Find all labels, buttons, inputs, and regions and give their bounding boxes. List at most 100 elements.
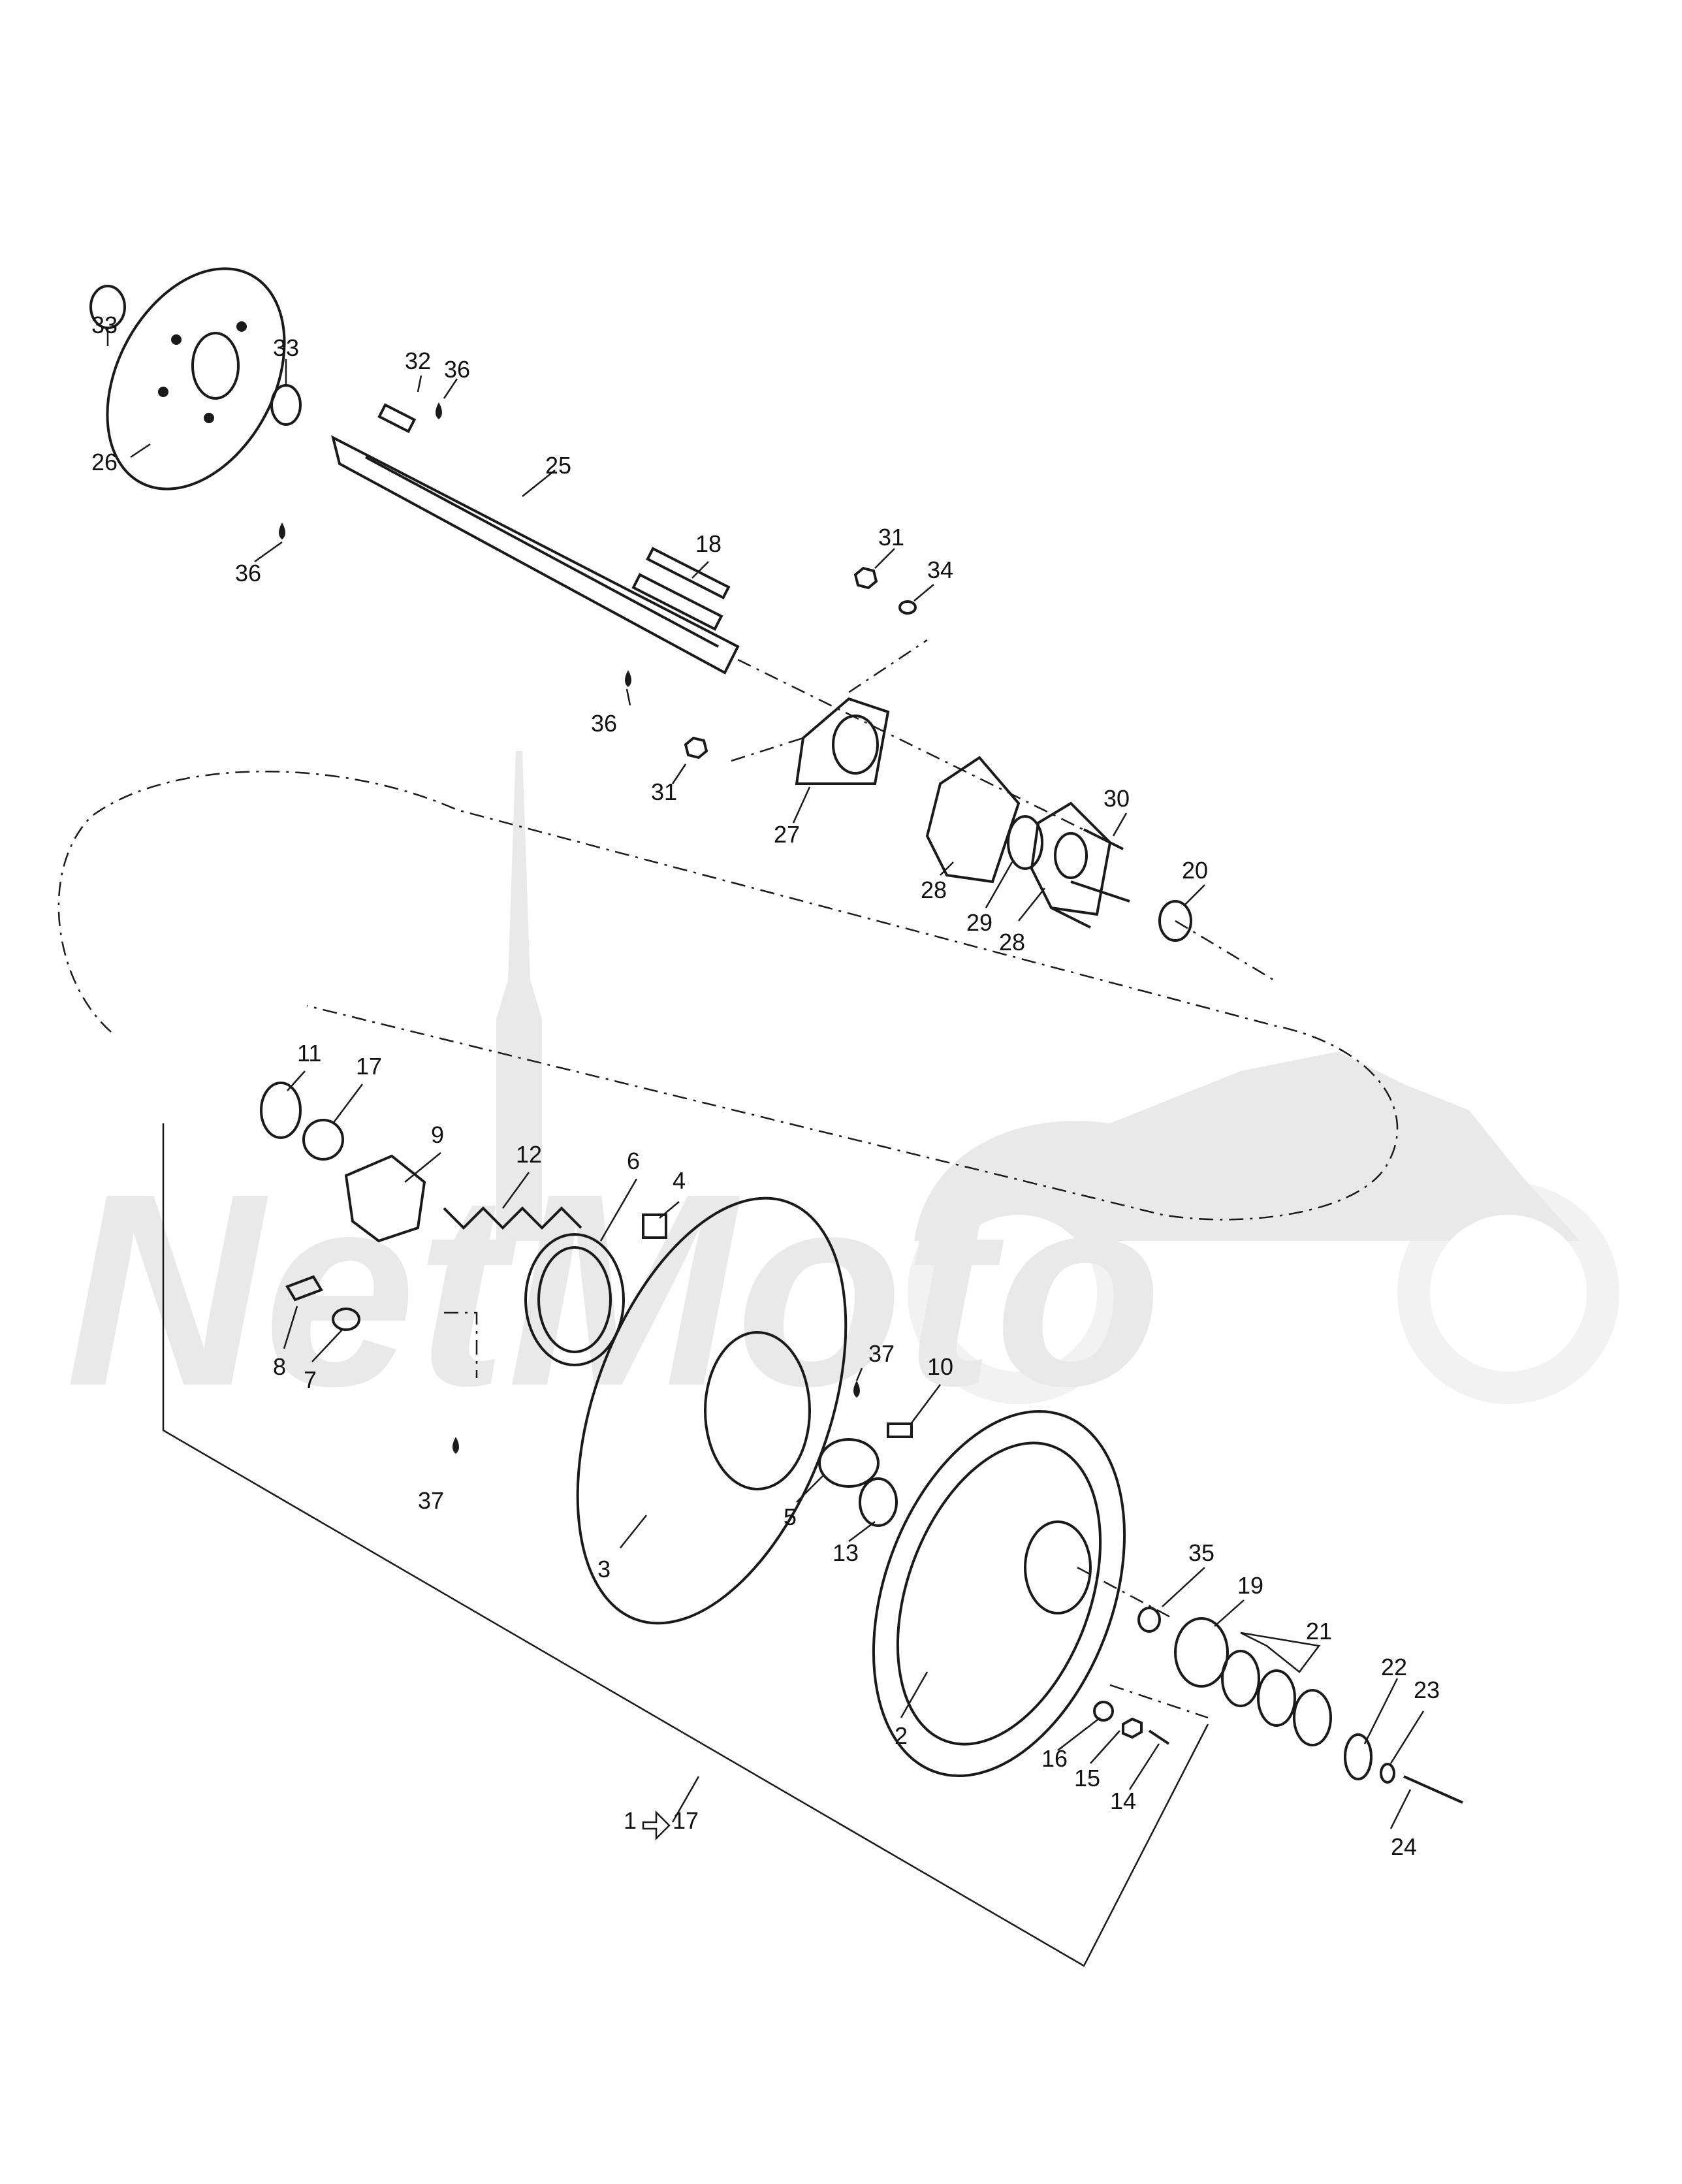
sleeve-6-inner — [537, 1246, 612, 1353]
label-7: 7 — [304, 1366, 317, 1393]
label-11: 11 — [297, 1040, 321, 1067]
bearing-plate-27-hole — [832, 715, 879, 775]
label-1-range-end: 17 — [673, 1807, 699, 1834]
sliding-half-3-hub — [704, 1331, 811, 1490]
label-23: 23 — [1414, 1677, 1440, 1703]
label-32: 32 — [405, 347, 431, 374]
screw-14 — [1148, 1729, 1170, 1745]
label-9: 9 — [431, 1121, 444, 1148]
assembly-line-nut-31 — [731, 737, 804, 762]
label-1: 1 — [624, 1807, 637, 1834]
label-3: 3 — [597, 1556, 611, 1582]
o-ring-33-right — [270, 384, 302, 426]
driven-shaft — [330, 435, 740, 675]
nut-31-bottom — [684, 736, 708, 760]
label-12: 12 — [516, 1141, 542, 1168]
bearing-plate-27 — [795, 697, 890, 785]
label-33-right: 33 — [273, 334, 299, 361]
drive-belt — [57, 770, 1399, 1221]
assembly-line-washer-35 — [1077, 1566, 1176, 1621]
lube-drop-36-b — [436, 402, 442, 419]
shim-21-a — [1221, 1650, 1260, 1707]
lube-drop-36-c — [625, 670, 631, 687]
label-2: 2 — [895, 1722, 908, 1749]
nut-31-top — [853, 566, 878, 590]
label-14: 14 — [1110, 1788, 1136, 1814]
label-24: 24 — [1391, 1833, 1417, 1860]
label-8: 8 — [273, 1353, 286, 1380]
bolt-24 — [1403, 1775, 1463, 1804]
label-26: 26 — [91, 449, 118, 475]
label-37-b: 37 — [418, 1487, 444, 1514]
bearing-29 — [1007, 815, 1043, 870]
assembly-line-shaft — [737, 658, 1124, 850]
assembly-line-bushing — [1175, 920, 1274, 981]
label-6: 6 — [627, 1148, 640, 1174]
washer-34 — [898, 600, 917, 615]
retaining-ring-11 — [260, 1082, 302, 1139]
lube-drop-37-b — [452, 1437, 459, 1454]
key-10 — [887, 1422, 913, 1438]
label-31-bottom: 31 — [651, 779, 677, 805]
assembly-line-washer-34 — [848, 639, 928, 694]
range-arrow-icon — [642, 1810, 671, 1841]
brake-disc — [106, 267, 286, 490]
spacer-19 — [1174, 1617, 1229, 1688]
label-19: 19 — [1237, 1572, 1263, 1599]
label-33-left: 33 — [91, 312, 118, 338]
washer-13 — [859, 1477, 898, 1527]
washer-23 — [1380, 1763, 1395, 1784]
label-28-a: 28 — [921, 876, 947, 903]
label-20: 20 — [1182, 857, 1208, 884]
label-37-a: 37 — [868, 1340, 895, 1367]
label-21: 21 — [1306, 1618, 1332, 1645]
bushing-20 — [1158, 900, 1192, 942]
watermark-text: NetMoto — [65, 1137, 1162, 1443]
label-5: 5 — [784, 1503, 797, 1530]
lube-drop-36-a — [279, 522, 285, 539]
label-15: 15 — [1074, 1765, 1100, 1791]
label-4: 4 — [673, 1167, 686, 1194]
key-18 — [646, 547, 731, 600]
washer-22 — [1344, 1733, 1373, 1780]
label-28-b: 28 — [999, 929, 1025, 956]
bolt-30-b — [1070, 880, 1130, 903]
label-29: 29 — [966, 909, 992, 936]
label-27: 27 — [774, 821, 800, 848]
label-25: 25 — [545, 452, 571, 479]
sleeve-6 — [524, 1233, 625, 1366]
bolt-30-c — [1051, 907, 1091, 929]
watermark-motorcycle — [914, 1052, 1580, 1241]
label-35: 35 — [1188, 1539, 1214, 1566]
nut-15 — [1122, 1717, 1143, 1739]
label-17: 17 — [356, 1053, 382, 1080]
lube-drop-37-a — [853, 1381, 860, 1398]
label-10: 10 — [927, 1353, 953, 1380]
flange-28-b — [1030, 801, 1112, 916]
flange-28-a — [925, 756, 1021, 884]
key-32 — [377, 403, 417, 434]
label-22: 22 — [1381, 1654, 1407, 1680]
fixed-half-2-hub — [1024, 1520, 1092, 1614]
label-36-c: 36 — [591, 710, 617, 737]
watermark-wheel-front-hub — [940, 1215, 1097, 1372]
shim-21-b — [1257, 1669, 1296, 1727]
bushing-5 — [818, 1438, 880, 1488]
shim-21-c — [1293, 1689, 1332, 1746]
label-16: 16 — [1041, 1745, 1068, 1772]
assembly-line-washer-16 — [1109, 1684, 1209, 1719]
label-30: 30 — [1103, 785, 1130, 812]
watermark: NetMoto — [65, 751, 1619, 1443]
flange-28-b-hole — [1054, 832, 1088, 879]
cam-9 — [344, 1154, 426, 1243]
label-18: 18 — [695, 530, 722, 557]
leader-lines — [106, 327, 1425, 1829]
spring-12 — [443, 1206, 582, 1230]
screw-8 — [285, 1275, 323, 1302]
label-31-top: 31 — [878, 524, 904, 551]
label-36-a: 36 — [444, 356, 470, 383]
washer-17 — [302, 1119, 344, 1161]
slider-4 — [642, 1213, 667, 1239]
washer-35 — [1137, 1607, 1161, 1633]
